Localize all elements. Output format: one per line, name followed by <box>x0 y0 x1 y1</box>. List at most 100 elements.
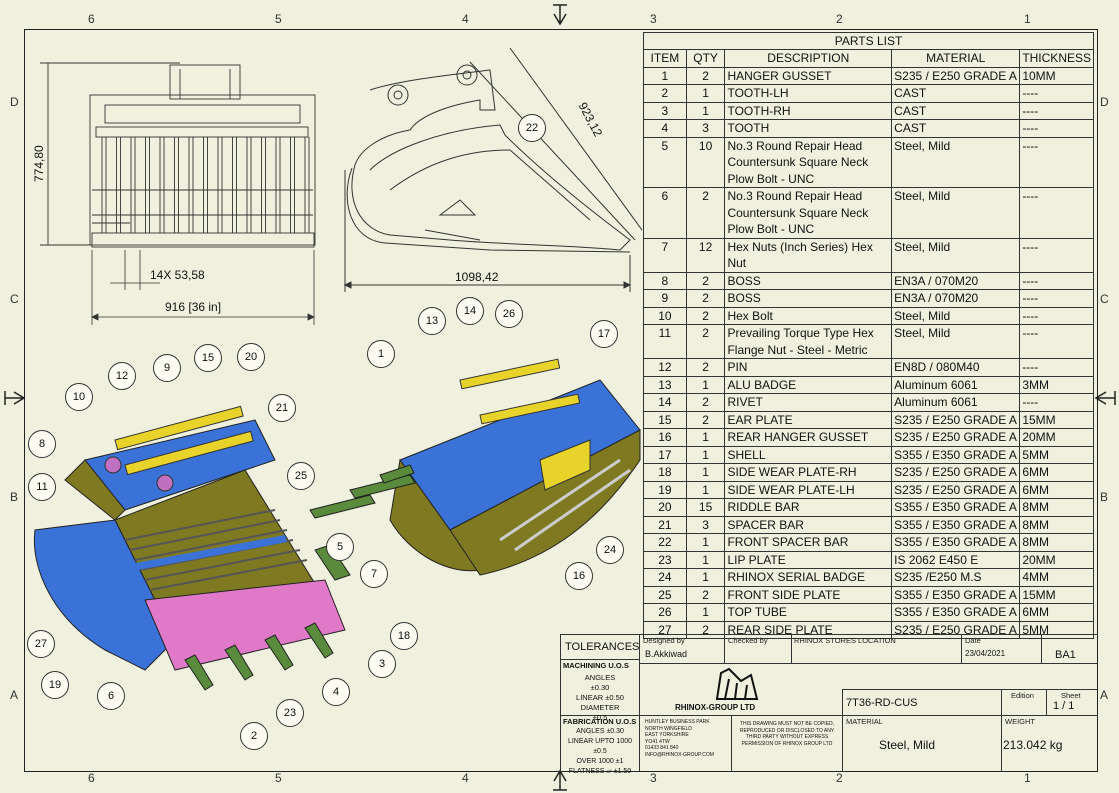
material-cell: CAST <box>891 119 1021 138</box>
description-cell: RIVET <box>724 393 893 412</box>
company-address: HUNTLEY BUSINESS PARK NORTH WINGFIELD EA… <box>645 719 714 758</box>
side-view-drawing <box>343 47 643 292</box>
description-cell: ALU BADGE <box>724 375 893 394</box>
sheet-label: Sheet <box>1061 691 1081 700</box>
material-cell: S235 /E250 M.S <box>891 568 1021 587</box>
zone-left-b: B <box>10 490 19 504</box>
balloon-16: 16 <box>565 562 593 590</box>
item-cell: 25 <box>643 585 687 604</box>
thickness-cell: 15MM <box>1019 585 1094 604</box>
balloon-2: 2 <box>240 722 268 750</box>
description-cell: RIDDLE BAR <box>724 498 893 517</box>
item-cell: 22 <box>643 533 687 552</box>
balloon-20: 20 <box>237 343 265 371</box>
material-cell: S355 / E350 GRADE A <box>891 533 1021 552</box>
item-cell: 6 <box>643 187 687 239</box>
qty-cell: 10 <box>685 136 726 188</box>
description-cell: Prevailing Torque Type Hex Flange Nut - … <box>724 324 893 359</box>
material-cell: EN8D / 080M40 <box>891 358 1021 377</box>
material-cell: S235 / E250 GRADE A <box>891 463 1021 482</box>
qty-cell: 1 <box>685 603 726 622</box>
description-cell: PIN <box>724 358 893 377</box>
thickness-cell: 5MM <box>1019 445 1094 464</box>
zone-bottom-5: 5 <box>275 771 282 785</box>
qty-cell: 1 <box>685 568 726 587</box>
item-cell: 18 <box>643 463 687 482</box>
item-cell: 4 <box>643 119 687 138</box>
copyright-line: THIRD PARTY WITHOUT EXPRESS <box>745 734 829 740</box>
iso-view-front-drawing <box>33 405 351 691</box>
item-cell: 2 <box>643 84 687 103</box>
machining-diameter: DIAMETER ±0.5 <box>580 703 620 722</box>
balloon-13: 13 <box>418 307 446 335</box>
thickness-cell: 3MM <box>1019 375 1094 394</box>
zone-bottom-2: 2 <box>836 771 843 785</box>
zone-right-c: C <box>1100 292 1109 306</box>
qty-cell: 2 <box>685 585 726 604</box>
fabrication-title: FABRICATION U.O.S <box>563 717 637 726</box>
material-value: Steel, Mild <box>879 738 936 752</box>
thickness-cell: 15MM <box>1019 410 1094 429</box>
qty-cell: 2 <box>685 187 726 239</box>
zone-left-a: A <box>10 688 19 702</box>
address-line: HUNTLEY BUSINESS PARK <box>645 719 710 725</box>
qty-cell: 2 <box>685 306 726 325</box>
material-cell: EN3A / 070M20 <box>891 289 1021 308</box>
thickness-cell: ---- <box>1019 393 1094 412</box>
date-label: Date <box>965 636 981 645</box>
description-cell: BOSS <box>724 289 893 308</box>
qty-cell: 1 <box>685 375 726 394</box>
fabrication-linear: LINEAR UPTO 1000 ±0.5 <box>567 738 633 755</box>
machining-linear: LINEAR ±0.50 <box>576 693 624 702</box>
thickness-cell: 8MM <box>1019 498 1094 517</box>
material-cell: S355 / E350 GRADE A <box>891 515 1021 534</box>
parts-list-header-row: ITEM QTY DESCRIPTION MATERIAL THICKNESS <box>643 49 1094 68</box>
zone-top-5: 5 <box>275 12 282 26</box>
balloon-9: 9 <box>153 354 181 382</box>
machining-angles: ANGLES ±0.30 <box>584 673 616 692</box>
weight-value: 213.042 kg <box>1003 738 1063 752</box>
thickness-cell: ---- <box>1019 101 1094 120</box>
zone-left-d: D <box>10 95 19 109</box>
material-cell: Aluminum 6061 <box>891 375 1021 394</box>
thickness-cell: 10MM <box>1019 66 1094 85</box>
zone-right-d: D <box>1100 95 1109 109</box>
thickness-cell: ---- <box>1019 289 1094 308</box>
balloon-26: 26 <box>495 300 523 328</box>
item-cell: 14 <box>643 393 687 412</box>
description-cell: SPACER BAR <box>724 515 893 534</box>
thickness-cell: ---- <box>1019 306 1094 325</box>
material-cell: S235 / E250 GRADE A <box>891 480 1021 499</box>
material-cell: S355 / E350 GRADE A <box>891 445 1021 464</box>
description-cell: BOSS <box>724 271 893 290</box>
balloon-1: 1 <box>367 340 395 368</box>
description-cell: TOOTH-LH <box>724 84 893 103</box>
qty-cell: 1 <box>685 428 726 447</box>
balloon-14: 14 <box>456 297 484 325</box>
material-cell: S355 / E350 GRADE A <box>891 585 1021 604</box>
description-cell: TOOTH-RH <box>724 101 893 120</box>
material-cell: EN3A / 070M20 <box>891 271 1021 290</box>
item-cell: 13 <box>643 375 687 394</box>
description-cell: REAR HANGER GUSSET <box>724 428 893 447</box>
description-cell: EAR PLATE <box>724 410 893 429</box>
balloon-19: 19 <box>41 671 69 699</box>
balloon-23: 23 <box>276 699 304 727</box>
material-label: MATERIAL <box>846 717 883 726</box>
description-cell: LIP PLATE <box>724 550 893 569</box>
